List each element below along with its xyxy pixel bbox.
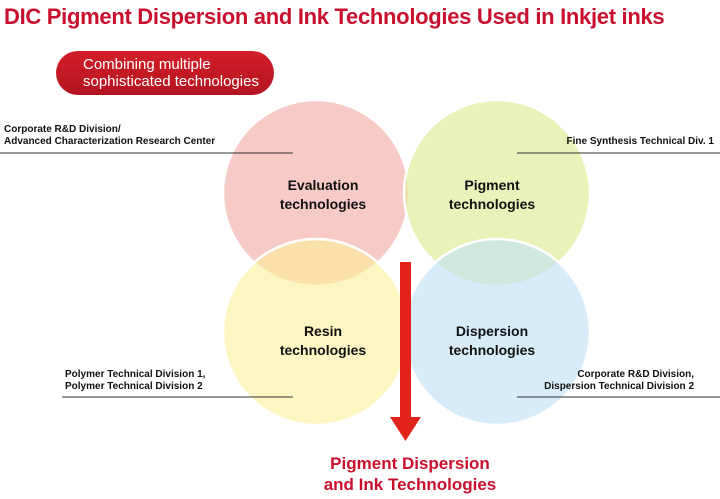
badge-line-2: sophisticated technologies	[83, 73, 259, 90]
circle-label-line: Resin	[303, 323, 343, 339]
division-label-bottom-right: Corporate R&D Division, Dispersion Techn…	[544, 369, 694, 393]
division-label-line: Polymer Technical Division 1,	[65, 369, 206, 380]
page-title: DIC Pigment Dispersion and Ink Technolog…	[4, 4, 665, 29]
dispersion-label: Dispersion technologies	[437, 322, 547, 360]
division-label-top-right: Fine Synthesis Technical Div. 1	[567, 136, 714, 148]
circle-label-line: technologies	[448, 342, 536, 358]
division-label-line: Corporate R&D Division/	[4, 124, 121, 135]
circle-label-line: Evaluation	[287, 177, 359, 193]
division-label-top-left: Corporate R&D Division/ Advanced Charact…	[4, 124, 215, 148]
division-label-line: Polymer Technical Division 2	[65, 381, 203, 392]
down-arrow-icon	[390, 262, 421, 441]
badge-line-1: Combining multiple	[83, 56, 211, 73]
division-label-bottom-left: Polymer Technical Division 1, Polymer Te…	[65, 369, 205, 393]
division-label-line: Fine Synthesis Technical Div. 1	[566, 136, 714, 147]
resin-label: Resin technologies	[268, 322, 378, 360]
result-label: Pigment Dispersion and Ink Technologies	[300, 453, 520, 495]
division-label-line: Dispersion Technical Division 2	[544, 381, 694, 392]
evaluation-label: Evaluation technologies	[268, 176, 378, 214]
circle-label-line: technologies	[279, 196, 367, 212]
circle-label-line: technologies	[279, 342, 367, 358]
pigment-label: Pigment technologies	[437, 176, 547, 214]
combining-badge: Combining multiple sophisticated technol…	[56, 51, 274, 95]
result-line: Pigment Dispersion	[330, 454, 490, 473]
circle-label-line: Pigment	[464, 177, 520, 193]
circle-label-line: technologies	[448, 196, 536, 212]
result-line: and Ink Technologies	[323, 475, 497, 494]
division-label-line: Corporate R&D Division,	[577, 369, 694, 380]
division-label-line: Advanced Characterization Research Cente…	[4, 136, 216, 147]
circle-label-line: Dispersion	[455, 323, 529, 339]
